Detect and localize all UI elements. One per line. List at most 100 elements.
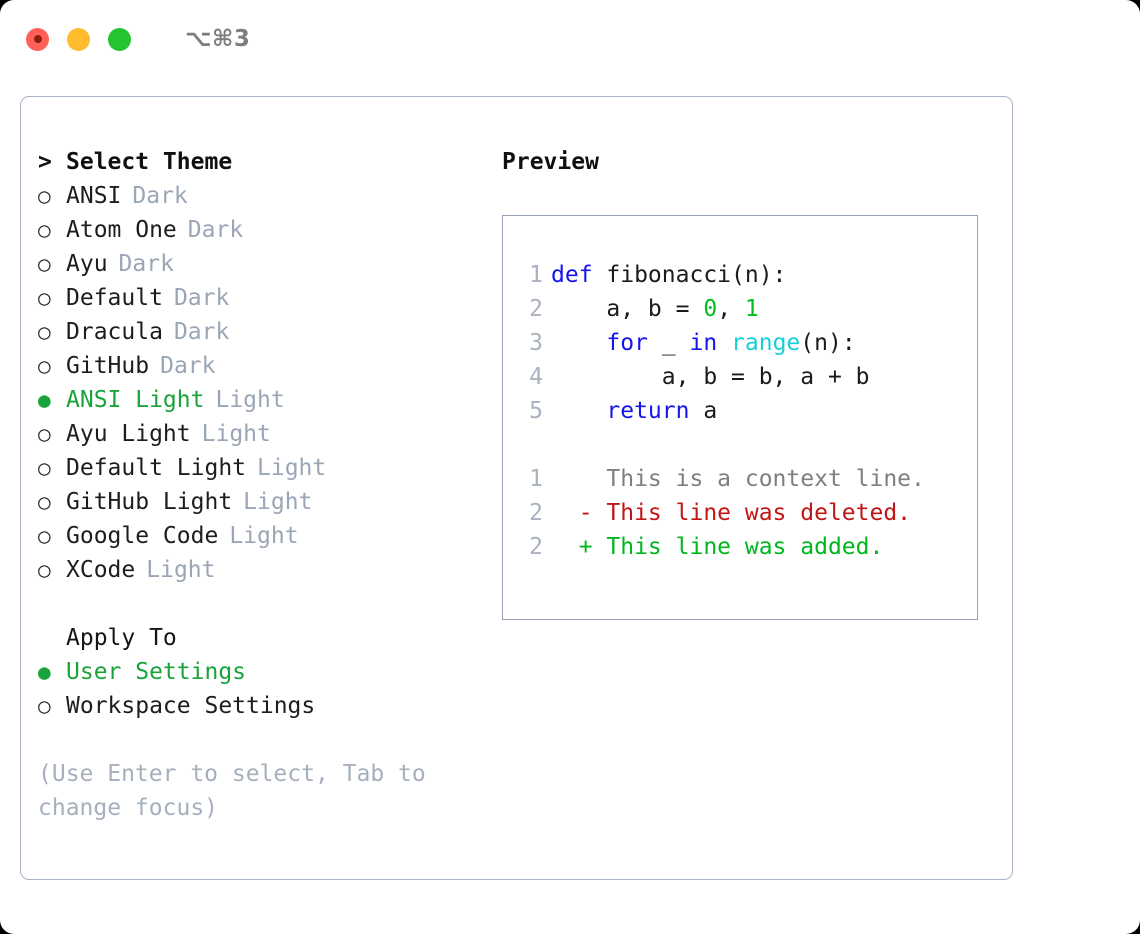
radio-unselected-icon: ○ xyxy=(38,456,51,480)
caret-icon: > xyxy=(38,149,52,175)
diff-line: 2 + This line was added. xyxy=(517,530,977,564)
theme-item-label: Ayu xyxy=(66,251,108,277)
theme-item-label: Default xyxy=(66,285,163,311)
theme-item-label: XCode xyxy=(66,557,136,583)
theme-item-variant-tag: Light xyxy=(243,489,313,515)
theme-item-variant-tag: Dark xyxy=(160,353,216,379)
code-token: for xyxy=(606,330,648,356)
code-token: a xyxy=(689,398,718,424)
diff-line-number: 1 xyxy=(529,466,543,492)
diff-line-number: 2 xyxy=(529,534,543,560)
code-token: in xyxy=(689,330,718,356)
code-line-number: 3 xyxy=(529,330,543,356)
code-line: 4 a, b = b, a + b xyxy=(517,360,977,394)
close-button[interactable] xyxy=(26,27,49,51)
theme-item-label: GitHub Light xyxy=(66,489,233,515)
diff-sample: 1 This is a context line.2 - This line w… xyxy=(517,462,977,564)
diff-line-text: This is a context line. xyxy=(592,466,925,492)
code-token xyxy=(551,398,606,424)
radio-unselected-icon: ○ xyxy=(38,558,51,582)
diff-marker: - xyxy=(551,500,593,526)
theme-item[interactable]: ○ GitHub Light Light xyxy=(38,485,498,519)
code-token: return xyxy=(606,398,690,424)
theme-item-variant-tag: Light xyxy=(215,387,285,413)
theme-item-label: ANSI xyxy=(66,183,122,209)
code-token: , xyxy=(717,296,745,322)
preview-title: Preview xyxy=(502,149,599,175)
radio-unselected-icon: ○ xyxy=(38,524,51,548)
diff-line-text: This line was deleted. xyxy=(592,500,912,526)
radio-unselected-icon: ○ xyxy=(38,286,51,310)
code-token xyxy=(551,330,606,356)
apply-to-option-label: User Settings xyxy=(66,659,247,685)
theme-item[interactable]: ○ GitHub Dark xyxy=(38,349,498,383)
minimize-button[interactable] xyxy=(67,27,90,51)
theme-list-heading: > Select Theme xyxy=(38,145,498,179)
keyboard-shortcut-label: ⌥⌘3 xyxy=(185,26,251,52)
diff-line: 2 - This line was deleted. xyxy=(517,496,977,530)
code-line: 5 return a xyxy=(517,394,977,428)
theme-item-label: Dracula xyxy=(66,319,163,345)
theme-item-variant-tag: Dark xyxy=(132,183,188,209)
code-token: range xyxy=(731,330,801,356)
diff-marker xyxy=(551,466,593,492)
code-line-number: 5 xyxy=(529,398,543,424)
diff-line-text: This line was added. xyxy=(592,534,884,560)
theme-item-label: Google Code xyxy=(66,523,219,549)
theme-item-variant-tag: Dark xyxy=(118,251,174,277)
apply-to-option[interactable]: ○Workspace Settings xyxy=(38,689,498,723)
code-line: 2 a, b = 0, 1 xyxy=(517,292,977,326)
theme-item[interactable]: ● ANSI Light Light xyxy=(38,383,498,417)
code-line-number: 4 xyxy=(529,364,543,390)
theme-item-variant-tag: Dark xyxy=(187,217,244,243)
radio-unselected-icon: ○ xyxy=(38,490,51,514)
radio-unselected-icon: ○ xyxy=(38,184,51,208)
code-line: 3 for _ in range(n): xyxy=(517,326,977,360)
theme-item-variant-tag: Light xyxy=(229,523,299,549)
apply-to-list: ● User Settings ○Workspace Settings xyxy=(38,655,498,723)
radio-unselected-icon: ○ xyxy=(38,218,51,242)
theme-item-label: GitHub xyxy=(66,353,150,379)
theme-item[interactable]: ○ ANSI Dark xyxy=(38,179,498,213)
apply-to-option[interactable]: ● User Settings xyxy=(38,655,498,689)
theme-item[interactable]: ○ Atom One Dark xyxy=(38,213,498,247)
theme-item-label: Default Light xyxy=(66,455,247,481)
code-token xyxy=(717,330,731,356)
code-token: fibonacci(n): xyxy=(606,262,787,288)
radio-unselected-icon: ○ xyxy=(38,694,51,718)
theme-item-variant-tag: Light xyxy=(201,421,271,447)
diff-line: 1 This is a context line. xyxy=(517,462,977,496)
maximize-button[interactable] xyxy=(108,27,131,51)
theme-item-label: Atom One xyxy=(66,217,177,243)
code-token: _ xyxy=(647,330,690,356)
theme-list-heading-label: Select Theme xyxy=(66,149,233,175)
title-bar: ⌥⌘3 xyxy=(0,0,1140,78)
theme-item-label: Ayu Light xyxy=(66,421,191,447)
keyboard-hint: (Use Enter to select, Tab to change focu… xyxy=(38,761,426,821)
theme-item-variant-tag: Light xyxy=(146,557,216,583)
theme-item[interactable]: ○ Ayu Dark xyxy=(38,247,498,281)
radio-unselected-icon: ○ xyxy=(38,252,51,276)
theme-item[interactable]: ○ Google Code Light xyxy=(38,519,498,553)
code-token: a, b = b, a + b xyxy=(551,364,870,390)
theme-item[interactable]: ○ XCode Light xyxy=(38,553,498,587)
diff-line-number: 2 xyxy=(529,500,543,526)
theme-item-variant-tag: Dark xyxy=(173,285,230,311)
radio-selected-icon: ● xyxy=(38,660,51,684)
apply-to-heading: Apply To xyxy=(66,625,177,651)
radio-unselected-icon: ○ xyxy=(38,354,51,378)
radio-selected-icon: ● xyxy=(38,388,51,412)
theme-item-label: ANSI Light xyxy=(66,387,205,413)
theme-item[interactable]: ○ Default Dark xyxy=(38,281,498,315)
code-line-number: 1 xyxy=(529,262,543,288)
